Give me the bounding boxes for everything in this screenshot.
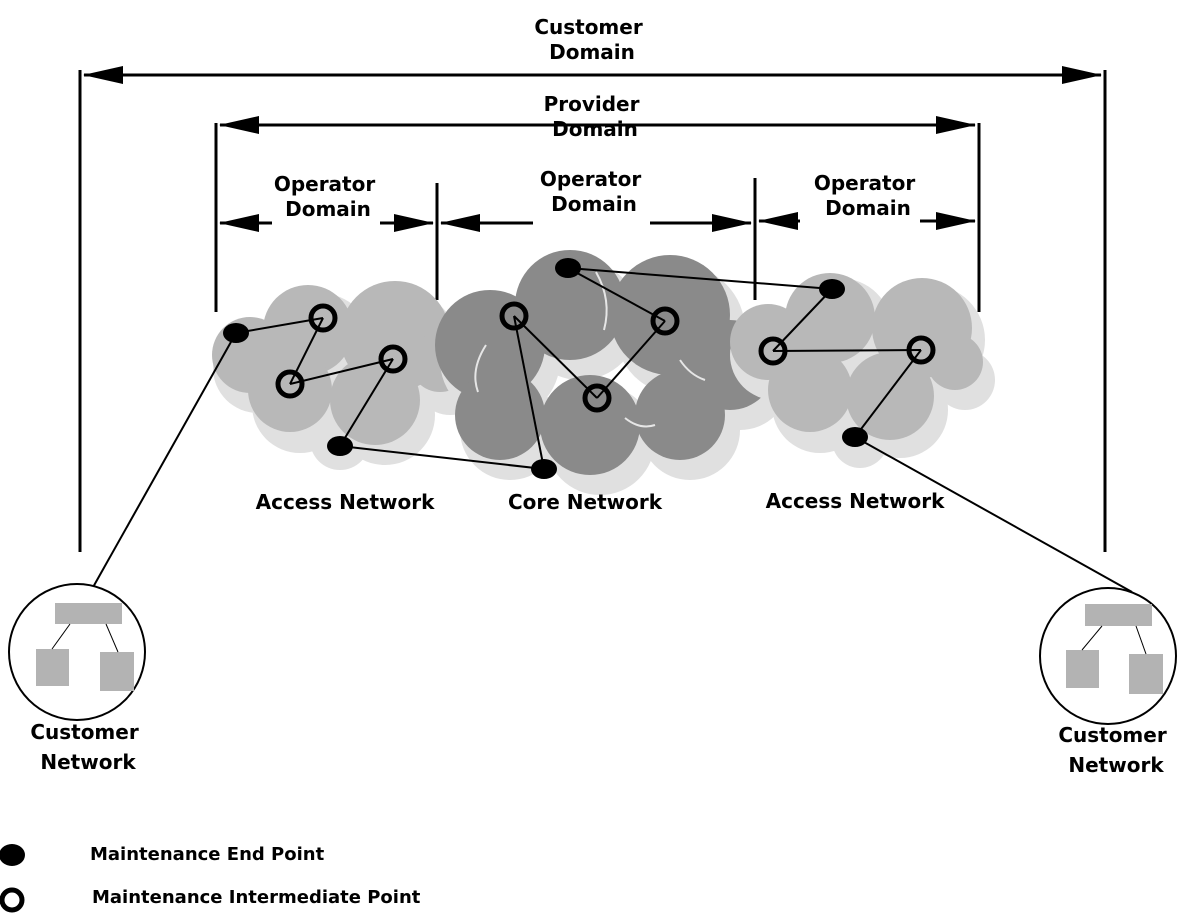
- mep-legend-label: Maintenance End Point: [90, 844, 325, 865]
- mip-node: [308, 303, 338, 333]
- network-links: [91, 267, 1133, 593]
- mip-node: [275, 369, 305, 399]
- core-network-label: Core Network: [508, 490, 663, 514]
- operator-domain-label-center: Operator Domain: [540, 167, 648, 216]
- operator-domain-label-right: Operator Domain: [814, 171, 922, 220]
- mip-legend-label: Maintenance Intermediate Point: [92, 887, 421, 908]
- mip-node: [378, 344, 408, 374]
- access-network-right-cloud: [730, 273, 995, 468]
- provider-domain-bracket: [214, 116, 981, 312]
- customer-network-right-label: Customer Network: [1058, 723, 1173, 777]
- mep-legend-icon: [0, 844, 25, 866]
- access-network-left-label: Access Network: [256, 490, 435, 514]
- mip-nodes: [275, 301, 936, 413]
- mip-node: [758, 336, 788, 366]
- customer-network-right: [1039, 587, 1177, 725]
- mep-node: [555, 258, 581, 278]
- customer-domain-bracket: [78, 66, 1107, 552]
- mep-node: [531, 459, 557, 479]
- customer-network-left-label: Customer Network: [30, 720, 145, 774]
- access-network-right-label: Access Network: [766, 489, 945, 513]
- mep-node: [223, 323, 249, 343]
- customer-domain-label: Customer Domain: [534, 15, 649, 64]
- mep-nodes: [223, 258, 868, 479]
- legend: Maintenance End Point Maintenance Interm…: [0, 844, 421, 913]
- operator-domain-label-left: Operator Domain: [274, 172, 382, 221]
- mep-node: [327, 436, 353, 456]
- mep-node: [842, 427, 868, 447]
- mip-node: [499, 301, 529, 331]
- mip-node: [906, 335, 936, 365]
- mip-node: [650, 306, 680, 336]
- mep-node: [819, 279, 845, 299]
- mip-legend-icon: [0, 887, 25, 913]
- customer-network-left: [8, 583, 146, 721]
- mip-node: [582, 383, 612, 413]
- operator-domain-brackets: [219, 178, 976, 300]
- provider-domain-label: Provider Domain: [544, 92, 647, 141]
